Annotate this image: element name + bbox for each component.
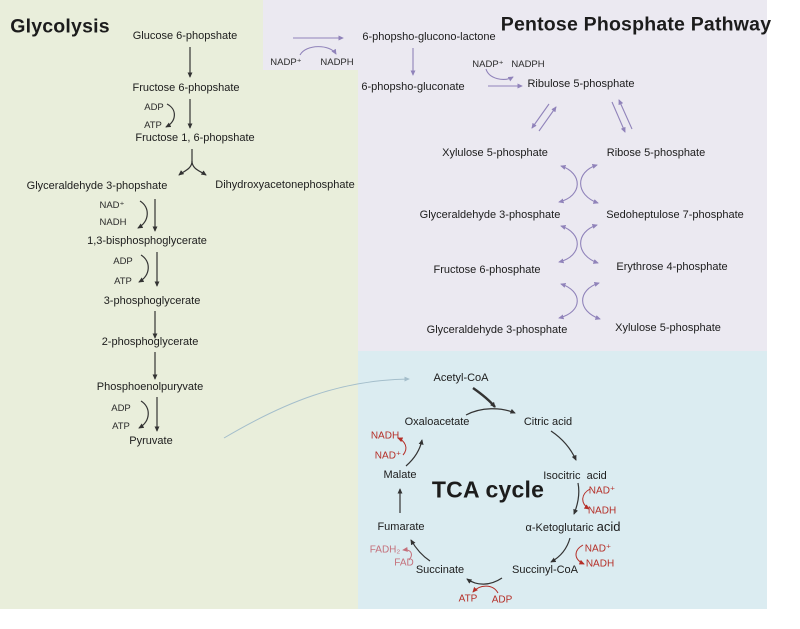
tca-panel	[358, 351, 767, 609]
node-isocitric-acid: Isocitric acid	[543, 469, 607, 482]
node-glyceraldehyde-3-phosphate: Glyceraldehyde 3-phosphate	[426, 323, 568, 336]
node-citric-acid: Citric acid	[523, 415, 573, 428]
cofactor-nadph: NADPH	[320, 56, 354, 68]
node-glucose-6-phosphate: Glucose 6-phopshate	[132, 29, 238, 42]
node-malate: Malate	[383, 468, 417, 481]
node-oxaloacetate: Oxaloacetate	[404, 415, 470, 428]
node-erythrose-4-phosphate: Erythrose 4-phosphate	[616, 260, 728, 273]
node-fructose-6-phosphate: Fructose 6-phosphate	[433, 263, 541, 276]
cofactor-nad: NAD⁺	[588, 485, 616, 497]
cofactor-adp: ADP	[113, 255, 133, 267]
cofactor-nadph: NADPH	[511, 58, 545, 70]
node-ribulose-5-phosphate: Ribulose 5-phosphate	[527, 77, 635, 90]
node-phosphoenolpyruvate: Phosphoenolpuryvate	[96, 380, 204, 393]
cofactor-nad: NAD⁺	[584, 543, 612, 555]
cofactor-nad: NAD⁺	[374, 450, 402, 462]
cofactor-atp: ATP	[112, 420, 130, 432]
node-3-phosphoglycerate: 3-phosphoglycerate	[103, 294, 201, 307]
ppp-arrows	[293, 35, 633, 320]
node-fructose-1-6-phosphate: Fructose 1, 6-phopshate	[135, 131, 255, 144]
node-alpha-ketoglutaric-acid: α-Ketoglutaric acid	[525, 518, 621, 534]
node-sedoheptulose-7-phosphate: Sedoheptulose 7-phosphate	[606, 208, 744, 221]
cofactor-adp: ADP	[144, 101, 164, 113]
node-glyceraldehyde-3-phosphate: Glyceraldehyde 3-phosphate	[419, 208, 561, 221]
cofactor-fad: FAD	[394, 557, 414, 569]
node-ribose-5-phosphate: Ribose 5-phosphate	[606, 146, 706, 159]
node-6-phospho-gluconate: 6-phopsho-gluconate	[361, 80, 465, 93]
glycolysis-arrows	[137, 47, 207, 432]
tca-cofactor-arrows	[397, 437, 591, 594]
glycolysis-title: Glycolysis	[10, 15, 110, 38]
glycolysis-panel	[0, 0, 358, 609]
node-glyceraldehyde-3-phosphate: Glyceraldehyde 3-phopshate	[26, 179, 168, 192]
pyruvate-acetylcoa-link	[223, 376, 410, 439]
cofactor-nadh: NADH	[99, 216, 127, 228]
node-13-bisphosphoglycerate: 1,3-bisphosphoglycerate	[87, 234, 207, 247]
node-fructose-6-phosphate: Fructose 6-phopshate	[132, 81, 240, 94]
cofactor-atp: ATP	[144, 119, 162, 131]
cofactor-nadh: NADH	[587, 505, 617, 517]
pentose-phosphate-panel-notch	[263, 0, 358, 70]
cofactor-nadh: NADH	[585, 558, 615, 570]
ppp-title: Pentose Phosphate Pathway	[500, 13, 772, 36]
node-pyruvate: Pyruvate	[129, 434, 173, 447]
alpha-ketoglutaric-acid-text: acid	[596, 518, 621, 534]
cofactor-fadh2: FADH₂	[369, 544, 401, 556]
node-dihydroxyacetonephosphate: Dihydroxyacetonephosphate	[215, 178, 355, 191]
cofactor-nad: NAD⁺	[99, 199, 125, 211]
cofactor-atp: ATP	[114, 275, 132, 287]
cofactor-nadp: NADP⁺	[270, 56, 302, 68]
node-succinyl-coa: Succinyl-CoA	[511, 563, 579, 576]
tca-title: TCA cycle	[431, 476, 545, 503]
node-fumarate: Fumarate	[377, 520, 425, 533]
node-2-phosphoglycerate: 2-phosphoglycerate	[101, 335, 199, 348]
cofactor-adp: ADP	[491, 594, 513, 606]
cofactor-atp: ATP	[458, 593, 478, 605]
cofactor-adp: ADP	[111, 402, 131, 414]
node-6-phospho-glucono-lactone: 6-phopsho-glucono-lactone	[362, 30, 496, 43]
tca-arrows	[397, 387, 580, 585]
cofactor-nadh: NADH	[370, 430, 400, 442]
node-xylulose-5-phosphate: Xylulose 5-phosphate	[615, 321, 721, 334]
node-succinate: Succinate	[415, 563, 465, 576]
node-acetyl-coa: Acetyl-CoA	[433, 371, 489, 384]
alpha-ketoglutaric-text: α-Ketoglutaric	[525, 521, 597, 534]
cofactor-nadp: NADP⁺	[472, 58, 504, 70]
node-xylulose-5-phosphate: Xylulose 5-phosphate	[442, 146, 548, 159]
